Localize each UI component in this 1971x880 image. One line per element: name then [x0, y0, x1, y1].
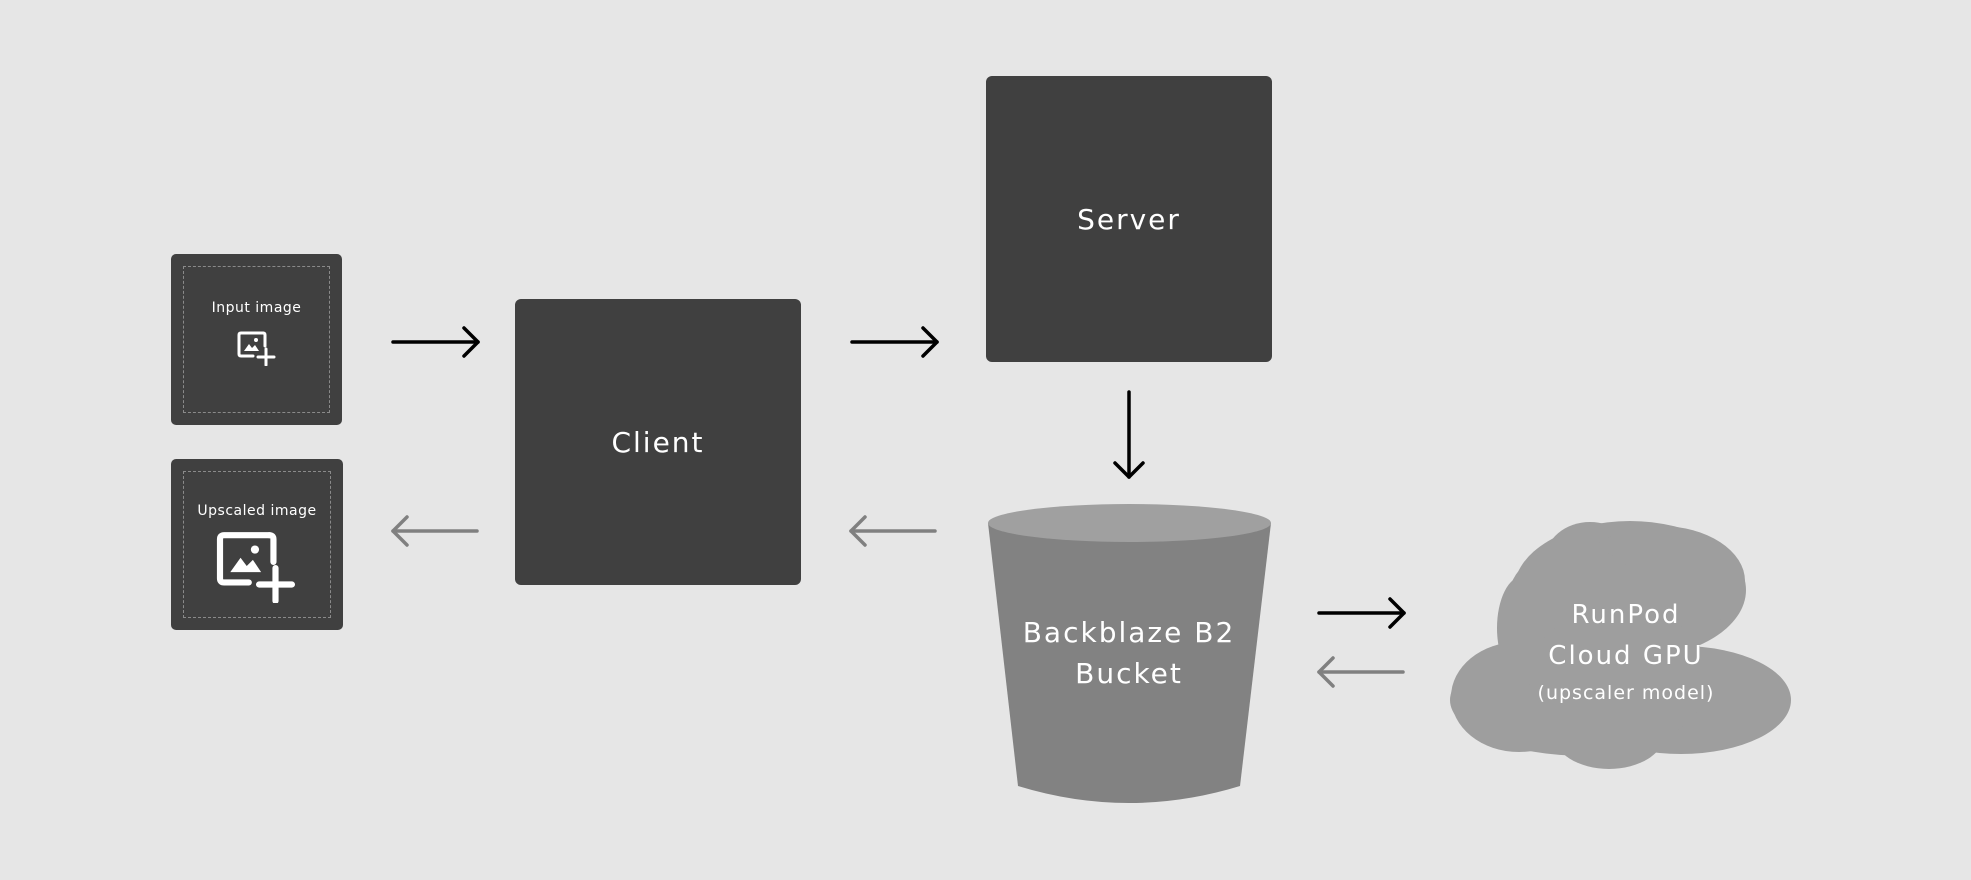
arrow-runpod-to-bucket	[1317, 656, 1405, 688]
arrow-client-to-upscaled	[391, 515, 479, 547]
add-image-icon	[216, 532, 296, 603]
server-label: Server	[1077, 202, 1181, 236]
arrow-server-to-bucket	[1113, 390, 1145, 479]
runpod-label-subtitle: (upscaler model)	[1537, 682, 1715, 704]
input-image-card: Input image	[171, 254, 342, 425]
server-node: Server	[986, 76, 1272, 362]
runpod-label-line2: Cloud GPU	[1548, 641, 1704, 671]
upscaled-image-card: Upscaled image	[171, 459, 343, 630]
cloud-shape	[1450, 521, 1791, 769]
upscaled-image-label: Upscaled image	[197, 503, 317, 519]
runpod-label-line1: RunPod	[1571, 600, 1681, 630]
upscaled-image-dropzone: Upscaled image	[183, 471, 331, 618]
runpod-label: RunPod Cloud GPU (upscaler model)	[1480, 595, 1772, 709]
client-node: Client	[515, 299, 801, 585]
input-image-dropzone: Input image	[183, 266, 330, 413]
input-image-label: Input image	[211, 300, 302, 316]
bucket-shape	[988, 504, 1271, 803]
bucket-label: Backblaze B2 Bucket	[990, 612, 1268, 694]
arrow-client-to-server	[850, 326, 939, 358]
add-image-icon	[237, 331, 275, 366]
bucket-label-line2: Bucket	[1075, 657, 1183, 690]
bucket-label-line1: Backblaze B2	[1022, 616, 1236, 649]
arrow-bucket-to-runpod	[1317, 597, 1406, 629]
client-label: Client	[611, 425, 705, 459]
arrow-input-to-client	[391, 326, 480, 358]
arrow-bucket-to-client	[849, 515, 937, 547]
